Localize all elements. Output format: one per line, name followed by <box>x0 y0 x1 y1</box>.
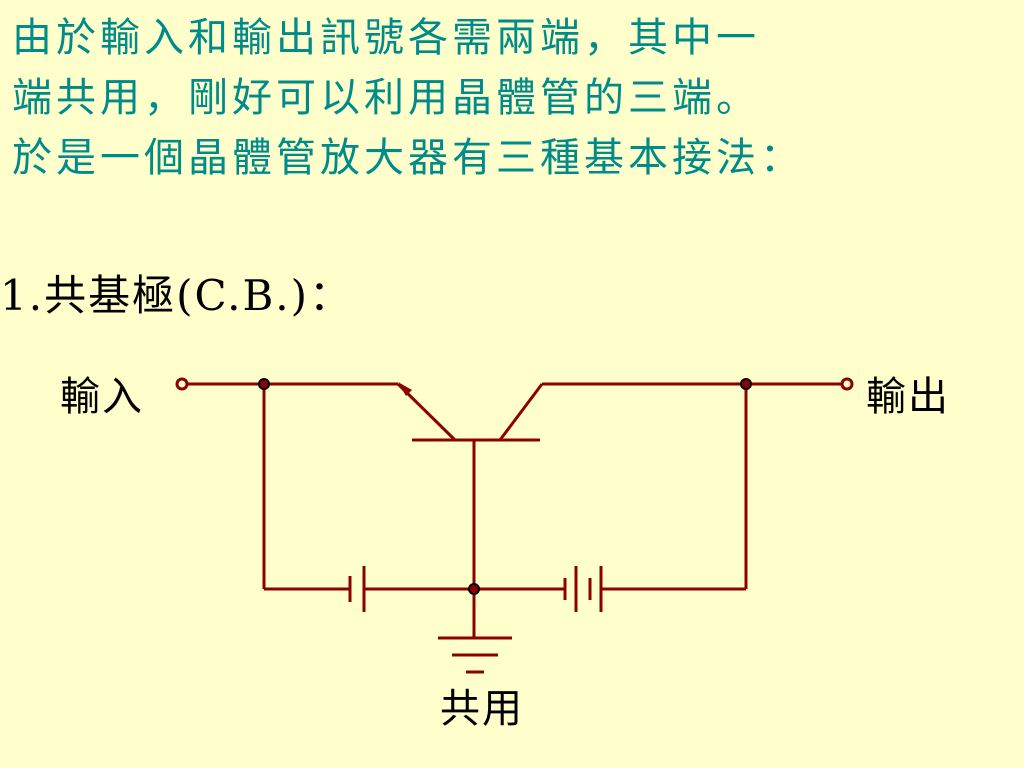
intro-text: 由於輸入和輸出訊號各需兩端，其中一 端共用，剛好可以利用晶體管的三端。 於是一個… <box>12 8 1022 188</box>
common-label: 共用 <box>440 686 524 732</box>
intro-line-3: 於是一個晶體管放大器有三種基本接法： <box>12 135 804 181</box>
emitter-arrow-icon <box>398 382 412 396</box>
input-terminal <box>175 377 189 391</box>
junction-dot-input <box>258 378 270 390</box>
intro-line-1: 由於輸入和輸出訊號各需兩端，其中一 <box>12 15 760 61</box>
collector-lead <box>498 383 544 441</box>
output-label: 輸出 <box>866 374 950 420</box>
output-terminal <box>840 377 854 391</box>
input-label: 輸入 <box>60 374 144 420</box>
junction-dot-common <box>468 583 480 595</box>
junction-dot-output <box>740 378 752 390</box>
section-heading: 1.共基極(C.B.)： <box>0 271 354 320</box>
intro-line-2: 端共用，剛好可以利用晶體管的三端。 <box>12 75 760 121</box>
